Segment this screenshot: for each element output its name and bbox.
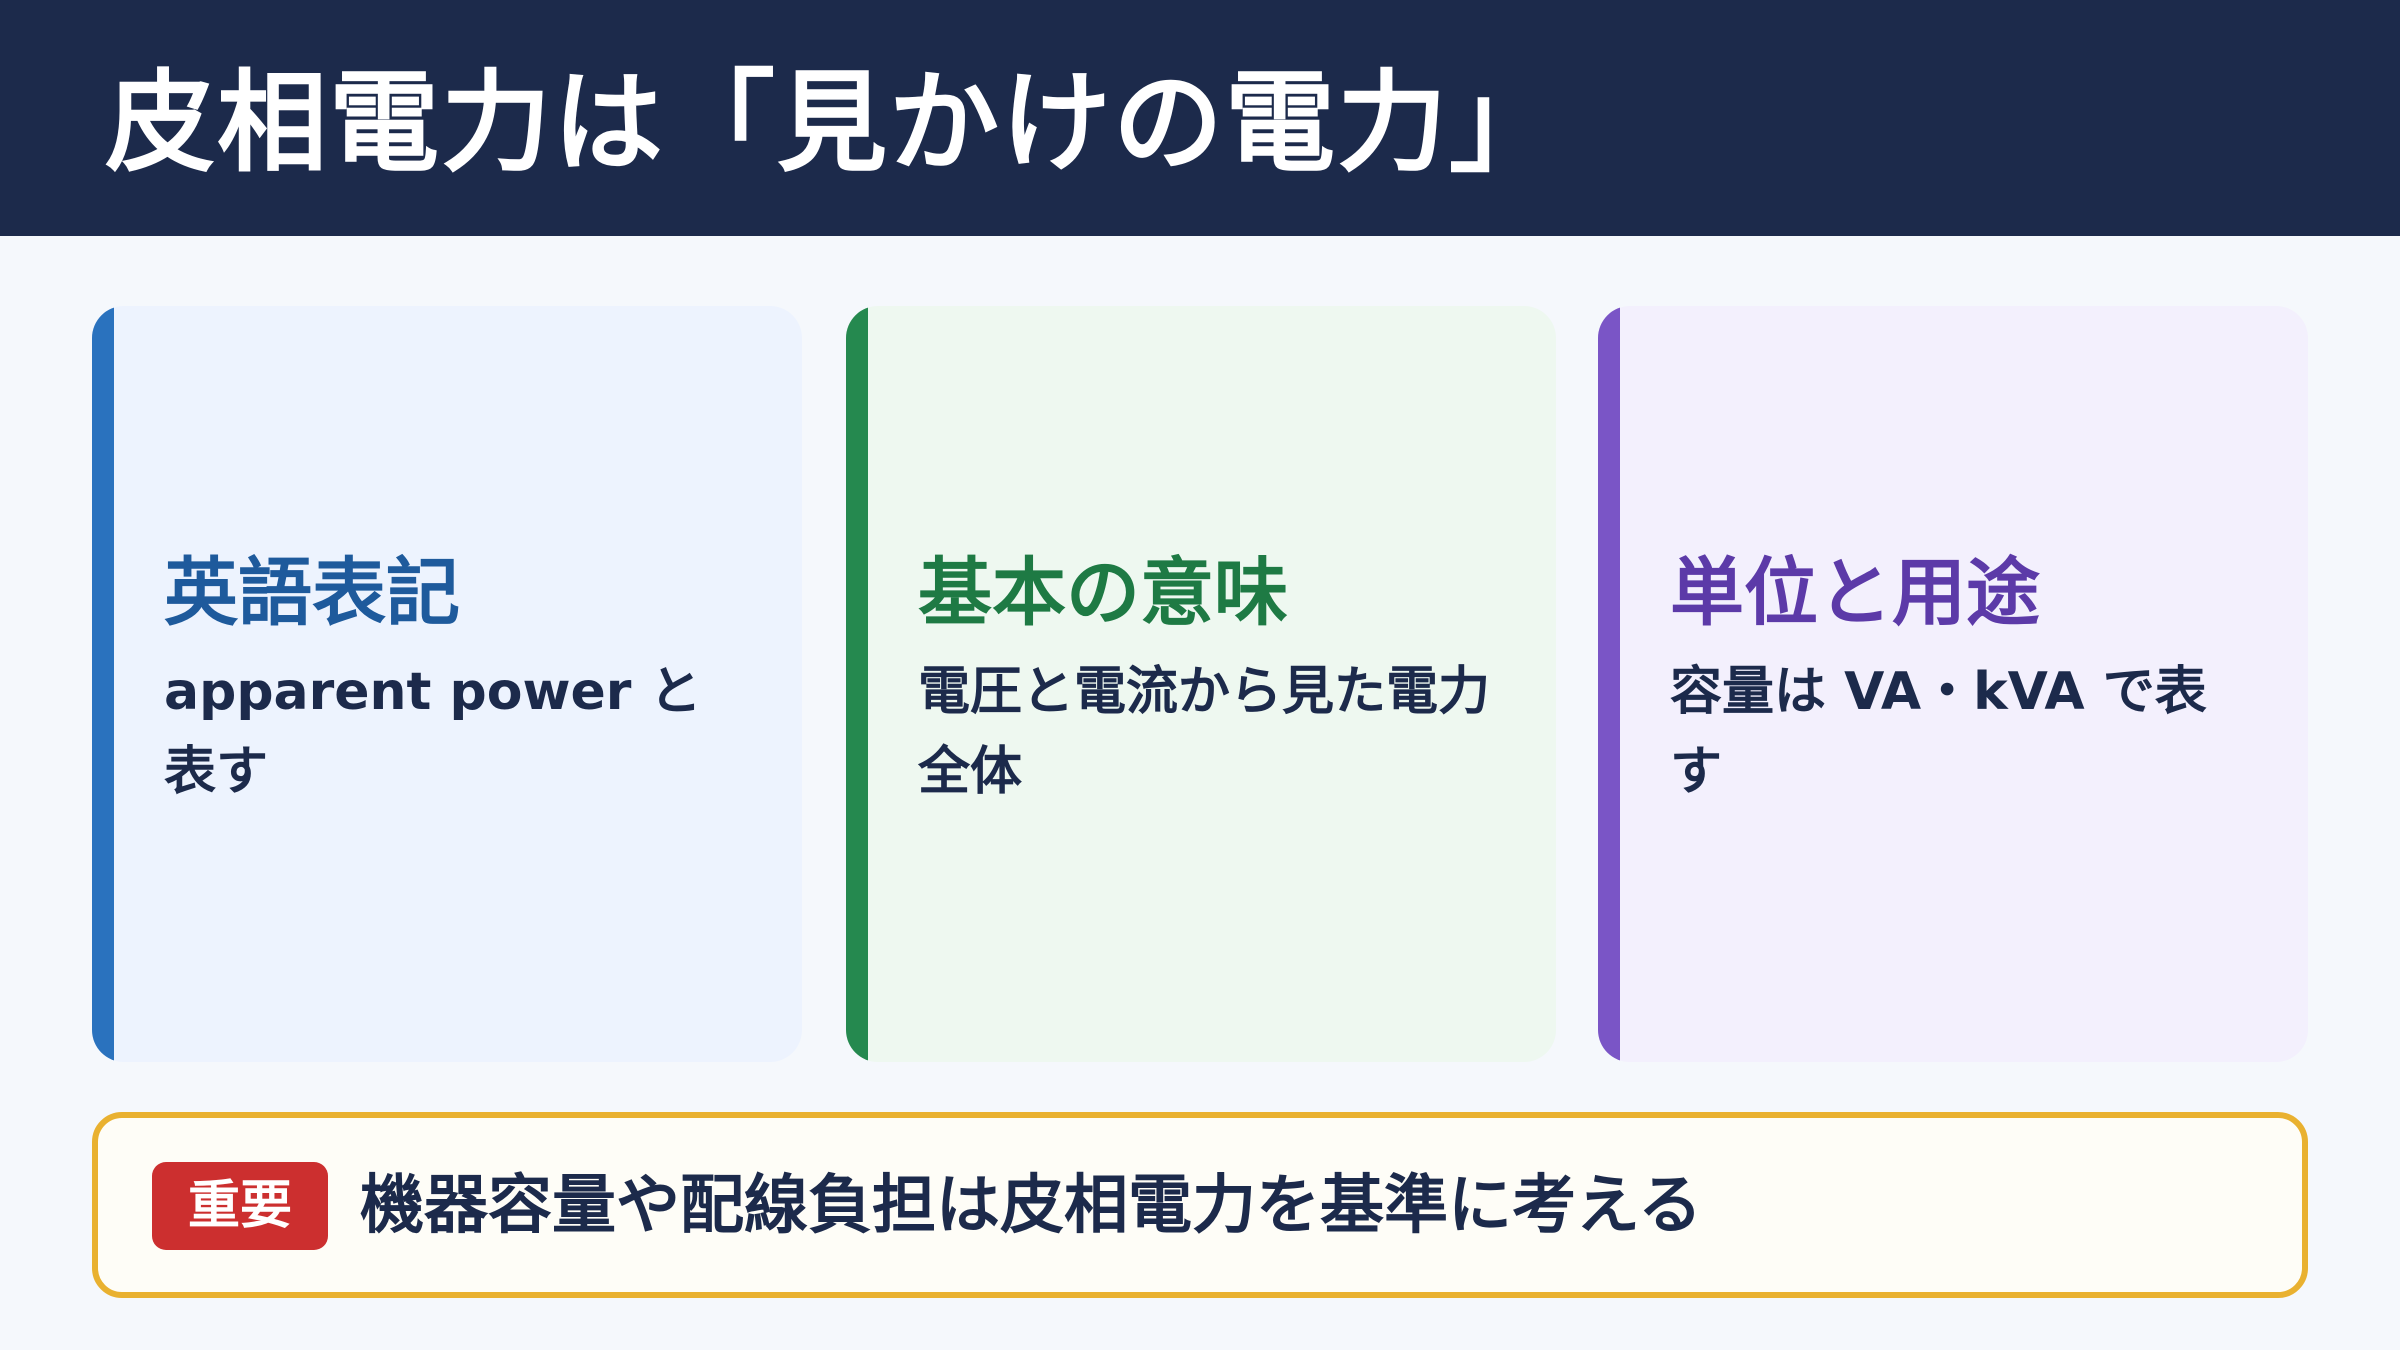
- card-unit-and-usage: 単位と用途 容量は VA・kVA で表す: [1598, 306, 2308, 1062]
- card-text: 電圧と電流から見た電力全体: [918, 662, 1491, 802]
- card-heading: 単位と用途: [1670, 550, 2040, 636]
- important-badge: 重要: [152, 1162, 328, 1250]
- card-basic-meaning: 基本の意味 電圧と電流から見た電力全体: [846, 306, 1556, 1062]
- important-callout: 重要 機器容量や配線負担は皮相電力を基準に考える: [92, 1112, 2308, 1298]
- card-english-notation: 英語表記 apparent power と表す: [92, 306, 802, 1062]
- card-text: 容量は VA・kVA で表す: [1670, 662, 2207, 802]
- card-heading: 英語表記: [164, 550, 460, 636]
- card-text: apparent power と表す: [164, 662, 702, 802]
- card-heading: 基本の意味: [918, 550, 1288, 636]
- callout-text: 機器容量や配線負担は皮相電力を基準に考える: [360, 1169, 1703, 1243]
- page-title: 皮相電力は「見かけの電力」: [105, 59, 1561, 187]
- header-bar: 皮相電力は「見かけの電力」: [0, 0, 2400, 236]
